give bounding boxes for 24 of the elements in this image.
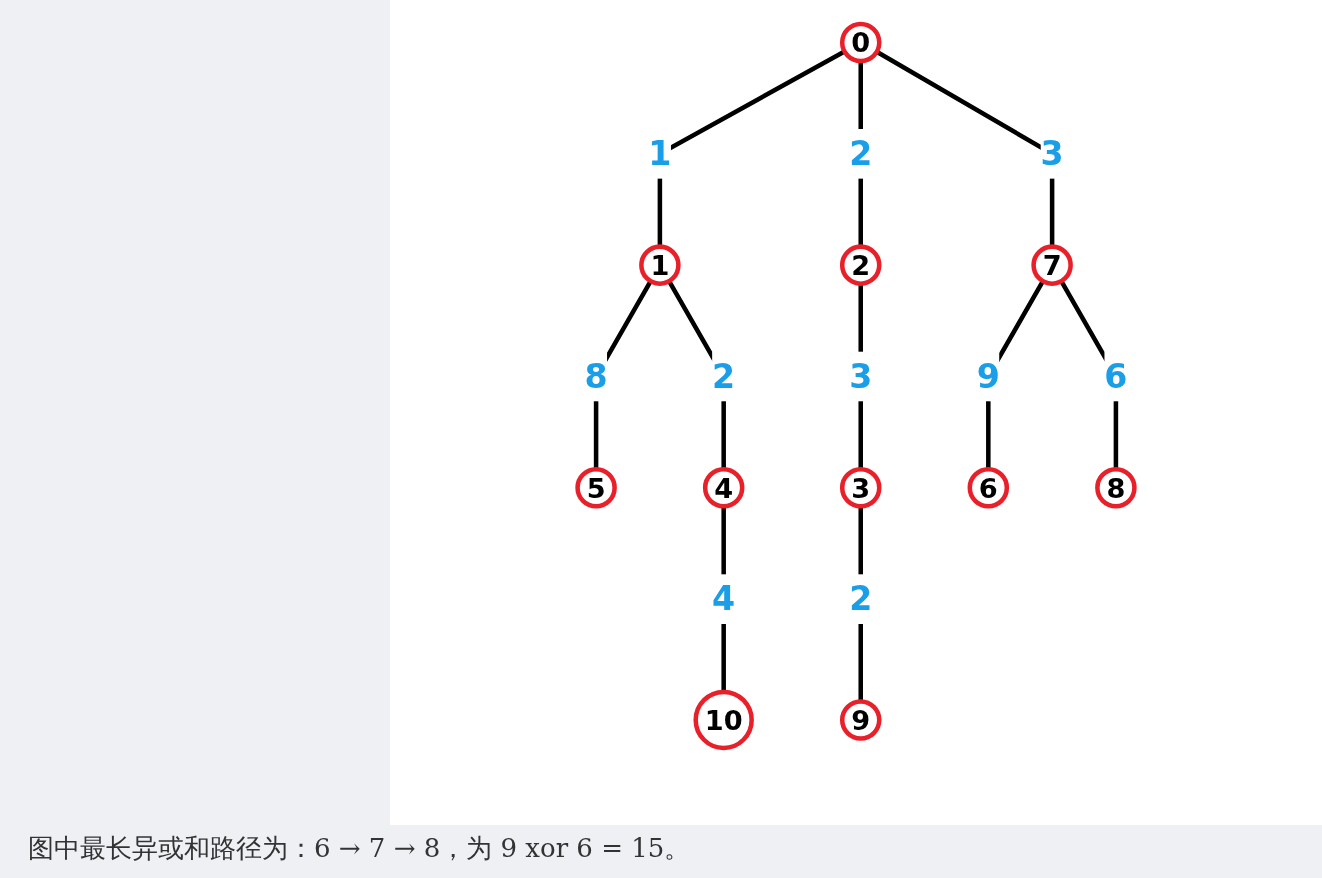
node-circle: 4 (702, 467, 745, 509)
node-circle: 2 (839, 244, 882, 286)
edge-label: 1 (648, 134, 672, 173)
node-circle: 8 (1095, 467, 1137, 509)
edge-label: 4 (712, 580, 736, 619)
node-circle: 5 (575, 467, 617, 509)
edge-label: 2 (849, 580, 873, 619)
node-circle: 3 (839, 467, 882, 509)
connector (657, 49, 846, 247)
edge-label: 3 (849, 357, 873, 396)
caption: 图中最长异或和路径为：6 → 7 → 8，为 9 xor 6 = 15。 (28, 832, 691, 865)
node-circle: 9 (839, 699, 882, 741)
node-circle: 1 (639, 244, 681, 286)
node-circle: 6 (967, 467, 1010, 509)
edge-label: 2 (712, 357, 736, 396)
connector (875, 49, 1055, 247)
edge-label: 8 (584, 357, 608, 396)
node-circle: 10 (693, 689, 754, 751)
node-circle: 0 (839, 21, 882, 64)
node-circle: 7 (1031, 244, 1073, 286)
edge-label: 9 (976, 357, 1000, 396)
edge-label: 3 (1040, 134, 1064, 173)
edge-label: 6 (1104, 357, 1128, 396)
edge-label: 2 (849, 134, 873, 173)
